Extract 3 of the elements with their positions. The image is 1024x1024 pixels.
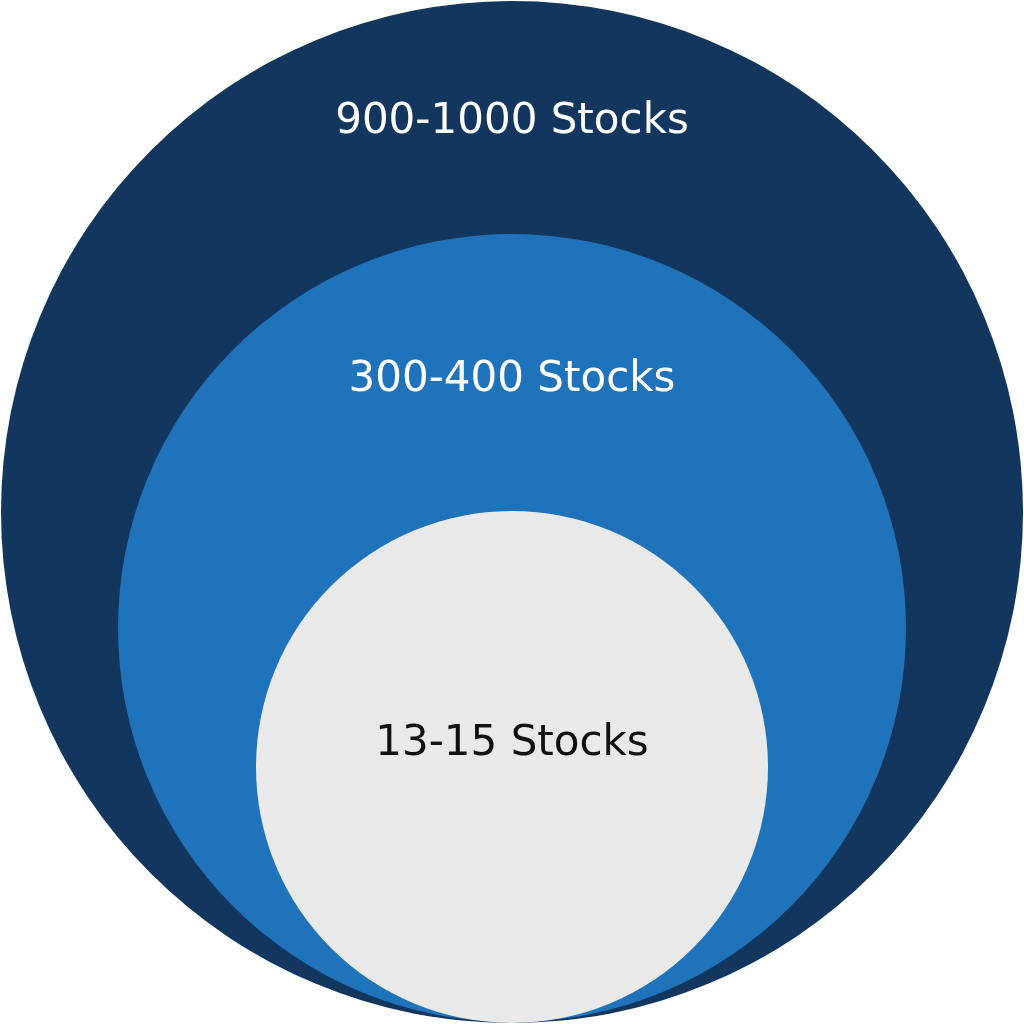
- circle-label: 900-1000 Stocks: [334, 94, 690, 143]
- circle-label: 300-400 Stocks: [347, 352, 677, 401]
- circle-label: 13-15 Stocks: [374, 716, 650, 765]
